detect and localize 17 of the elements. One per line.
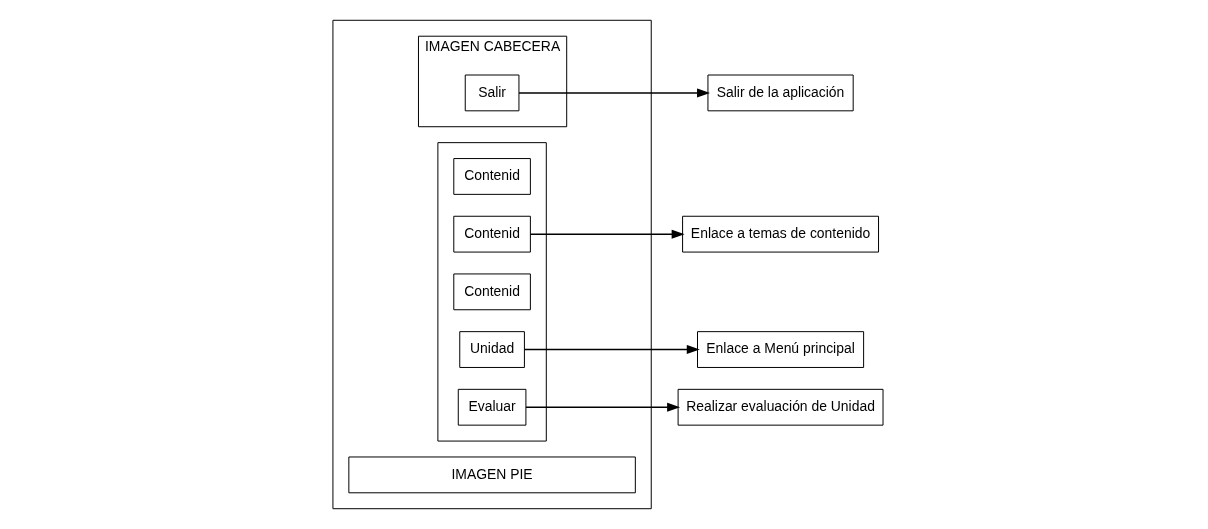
node-box: Contenid [453,273,531,311]
node-box: Contenid [453,158,531,195]
node-box: Realizar evaluación de Unidad [677,388,884,426]
arrow [525,402,681,412]
node-box: IMAGEN PIE [348,456,636,494]
arrow [518,88,710,98]
cluster [332,19,652,510]
node-box: Enlace a temas de contenido [682,215,880,253]
node-box: Unidad [459,331,525,368]
arrow [529,229,685,239]
node-box: Enlace a Menú principal [697,331,865,368]
arrow [523,345,700,355]
node-box: Evaluar [457,388,527,426]
node-box: Salir de la aplicación [707,74,854,112]
node-box: Salir [464,74,520,112]
node-box: Contenid [453,215,531,253]
cluster [437,142,547,442]
